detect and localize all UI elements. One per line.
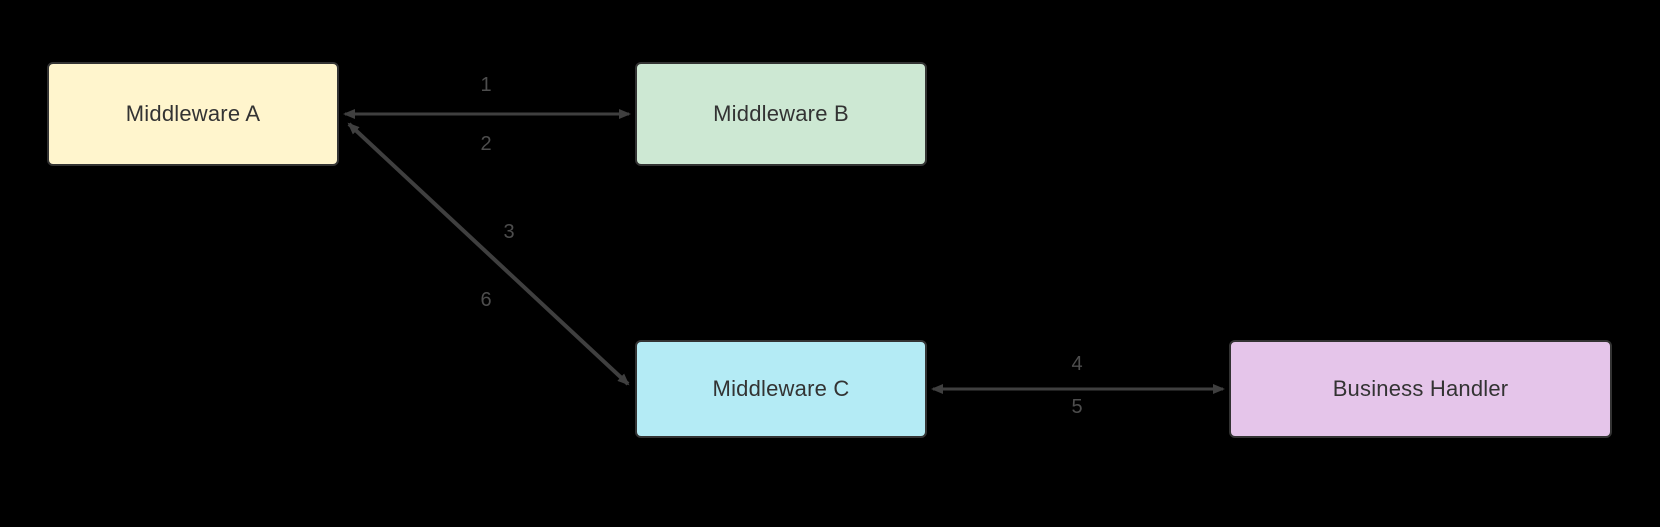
node-middleware-b[interactable]: Middleware B [635, 62, 927, 166]
node-business-handler[interactable]: Business Handler [1229, 340, 1612, 438]
edge-label-2: 2 [480, 133, 492, 155]
node-middleware-a-label: Middleware A [125, 101, 261, 126]
node-business-handler-label: Business Handler [1332, 376, 1509, 401]
edge-mw-a-mw-c [347, 122, 630, 386]
edge-label-3: 3 [503, 221, 515, 243]
edge-label-6: 6 [480, 289, 492, 311]
node-middleware-a[interactable]: Middleware A [47, 62, 339, 166]
edge-label-4: 4 [1071, 353, 1083, 375]
node-middleware-c-label: Middleware C [712, 376, 850, 401]
edge-label-5: 5 [1071, 396, 1083, 418]
node-middleware-b-label: Middleware B [713, 101, 849, 126]
node-middleware-c[interactable]: Middleware C [635, 340, 927, 438]
edge-label-1: 1 [480, 74, 492, 96]
